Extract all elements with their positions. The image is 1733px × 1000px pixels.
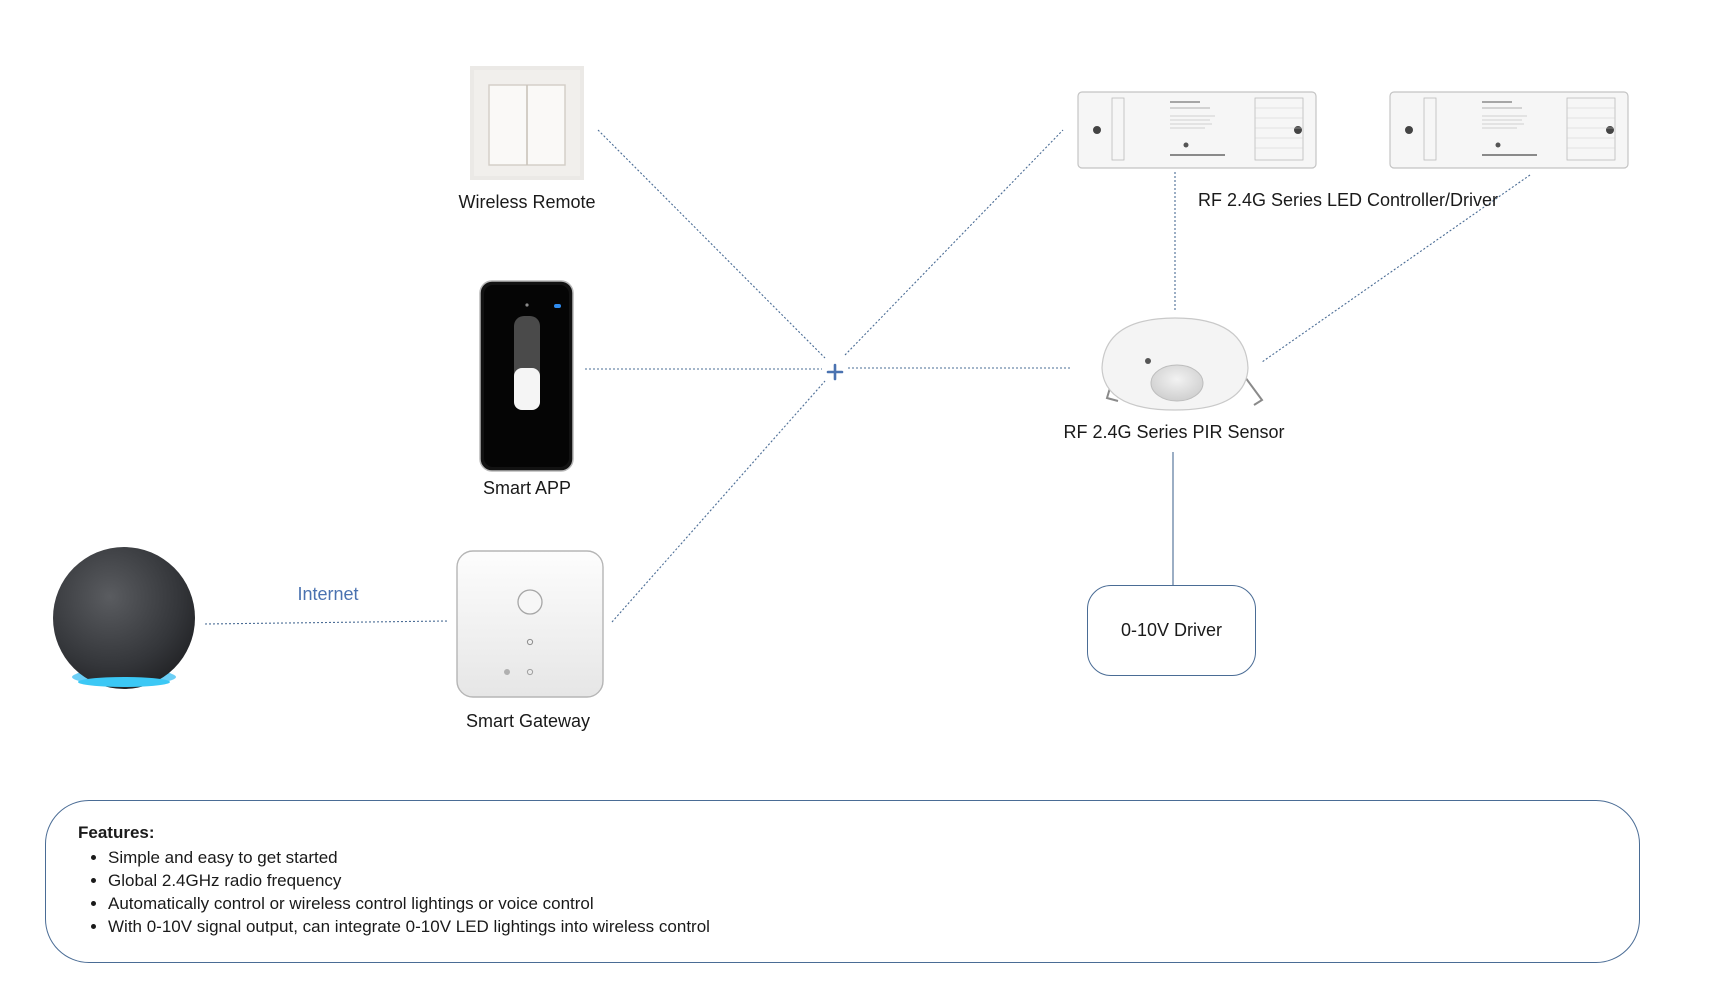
led-controller-2-icon bbox=[1389, 91, 1629, 169]
driver-box: 0-10V Driver bbox=[1087, 585, 1256, 676]
features-title: Features: bbox=[78, 823, 155, 842]
link-gateway-hub bbox=[611, 380, 826, 623]
driver-label: 0-10V Driver bbox=[1120, 620, 1223, 640]
wireless-remote-icon bbox=[470, 66, 584, 180]
led-controller-1-icon bbox=[1077, 91, 1317, 169]
features-list: Simple and easy to get started Global 2.… bbox=[78, 846, 1639, 938]
internet-label: Internet bbox=[297, 584, 359, 604]
pir-sensor-icon bbox=[1101, 317, 1264, 411]
smart-app-label: Smart APP bbox=[482, 478, 572, 498]
controller-label: RF 2.4G Series LED Controller/Driver bbox=[1197, 190, 1499, 210]
smartphone-icon bbox=[479, 280, 574, 472]
smart-gateway-icon bbox=[456, 550, 604, 698]
feature-item: Automatically control or wireless contro… bbox=[108, 892, 1639, 915]
feature-item: Simple and easy to get started bbox=[108, 846, 1639, 869]
feature-item: Global 2.4GHz radio frequency bbox=[108, 869, 1639, 892]
smart-speaker-icon bbox=[53, 547, 195, 689]
link-controller2-sensor bbox=[1261, 174, 1531, 363]
pir-sensor-label: RF 2.4G Series PIR Sensor bbox=[1063, 422, 1285, 442]
connections bbox=[204, 129, 1531, 625]
link-hub-controller bbox=[844, 129, 1064, 356]
link-remote-hub bbox=[597, 129, 826, 359]
wireless-remote-label: Wireless Remote bbox=[458, 192, 596, 212]
link-speaker-gateway bbox=[204, 620, 449, 625]
features-panel: Features: Simple and easy to get started… bbox=[45, 800, 1640, 963]
feature-item: With 0-10V signal output, can integrate … bbox=[108, 915, 1639, 938]
hub-plus-icon bbox=[826, 363, 844, 381]
smart-gateway-label: Smart Gateway bbox=[465, 711, 591, 731]
